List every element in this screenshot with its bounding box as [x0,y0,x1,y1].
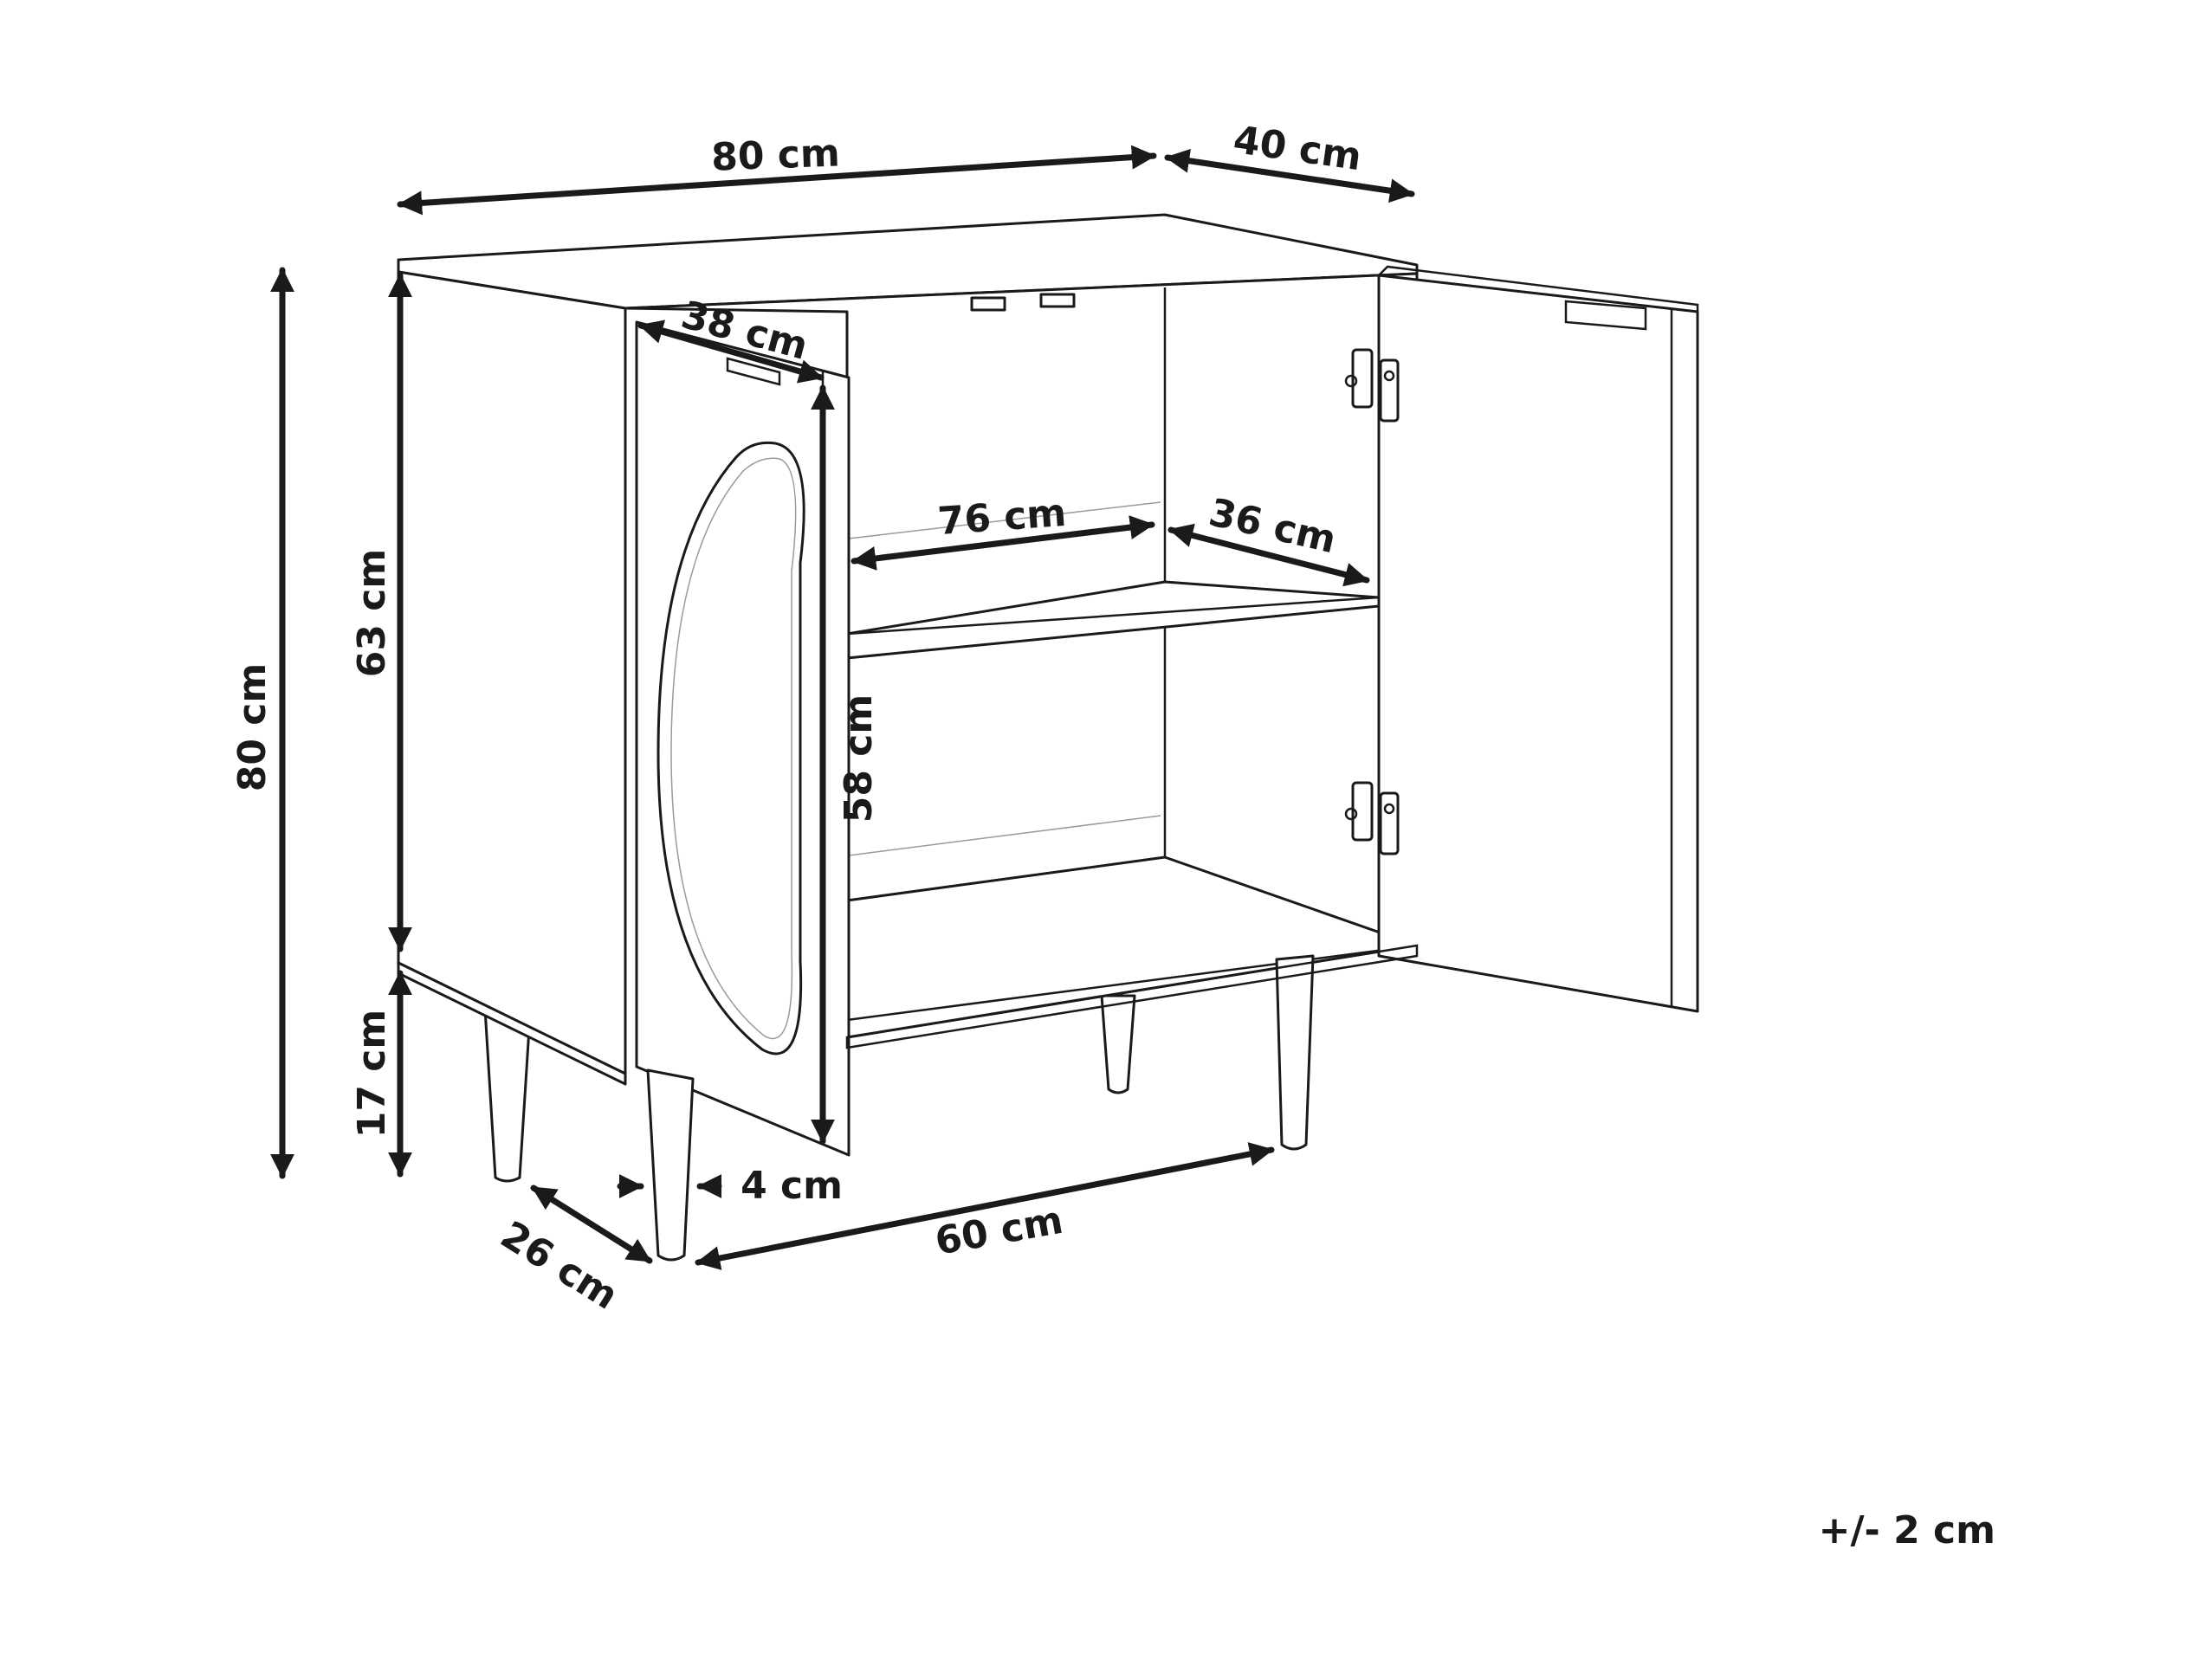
label-height-total: 80 cm [230,663,275,791]
bottom-board-front [846,944,1418,1022]
right-door [1377,274,1699,1013]
dim-line-leg-spacing-depth [530,1185,653,1264]
label-width-top: 80 cm [710,131,840,179]
label-door-height: 58 cm [837,694,881,823]
tolerance-note: +/- 2 cm [1819,1508,1995,1552]
dim-line-shelf-depth [1167,523,1370,587]
label-leg-spacing-width: 60 cm [932,1198,1066,1264]
label-shelf-width: 76 cm [936,491,1068,544]
dim-line-width-top [397,145,1157,216]
side-panel-left [397,270,627,1075]
dim-line-leg-spacing-width [695,1142,1275,1270]
leg-back-right [1100,994,1136,1094]
left-door-oval-panel [656,441,805,1055]
bottom-rail [397,961,627,1086]
dimension-lines [270,145,1415,1270]
left-door-oval-inner [670,457,797,1040]
middle-shelf-edge [846,596,1380,636]
label-leg-width: 4 cm [741,1164,843,1208]
cabinet-illustration [397,213,1699,1262]
label-leg-spacing-depth: 26 cm [493,1213,625,1319]
back-line-2 [848,815,1161,856]
label-leg-height: 17 cm [350,1010,394,1138]
dim-line-depth-top [1164,148,1415,203]
leg-front-left [646,1068,695,1262]
bottom-rail-right [845,944,1419,1049]
right-door-handle [1564,300,1647,331]
hinge-upper [1344,348,1400,423]
leg-front-right [1275,954,1315,1151]
hinge-plate-top-2 [1039,293,1076,308]
leg-back-left [483,1007,532,1183]
dim-line-shelf-width [851,515,1155,571]
label-body-height: 63 cm [350,549,394,677]
hinge-plate-top-1 [970,296,1006,312]
dim-line-door-width [637,320,825,384]
hinge-lower [1344,781,1400,855]
right-door-top-edge [1378,265,1699,312]
